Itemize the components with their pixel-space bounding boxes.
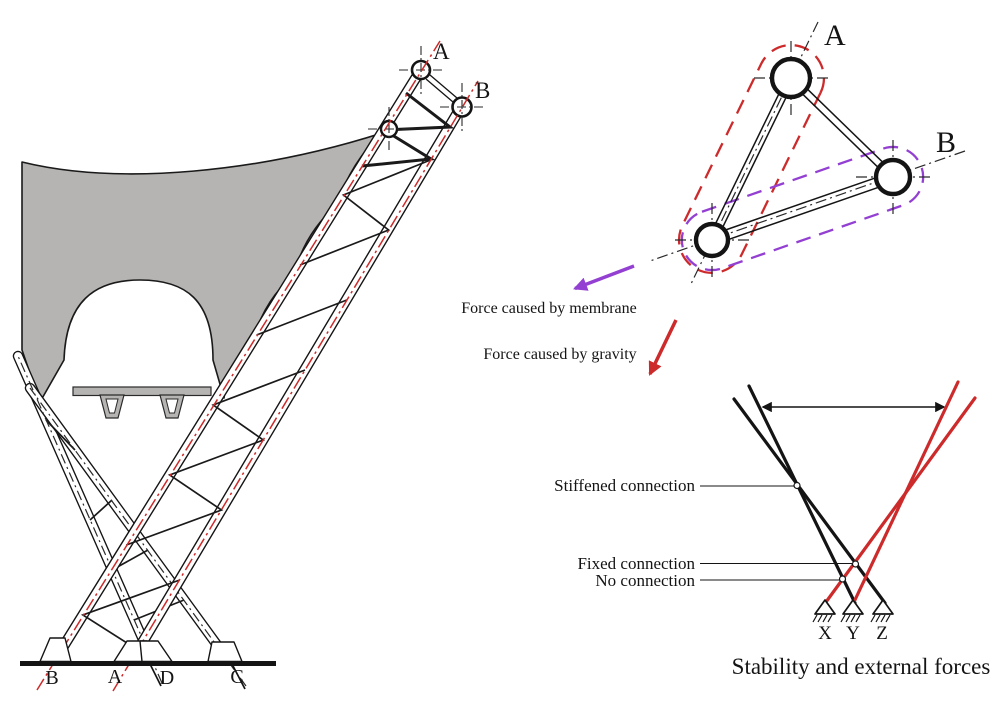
- stability-diagram: Stiffened connection Fixed connection No…: [554, 380, 991, 679]
- gravity-force-label: Force caused by gravity: [483, 346, 636, 363]
- connection-points: [793, 481, 860, 583]
- fixed-connection-label: Fixed connection: [577, 554, 695, 573]
- main-mast-lacing: [80, 159, 431, 651]
- support-label-z: Z: [876, 623, 888, 644]
- stiffened-connection-label: Stiffened connection: [554, 476, 695, 495]
- structure-section: A B B A D C: [12, 39, 490, 692]
- detail-node-a: [769, 56, 813, 100]
- footing-b: [39, 637, 72, 663]
- back-mast-lacing: [45, 419, 185, 621]
- main-mast-axes: [36, 40, 479, 692]
- support-z: [870, 599, 894, 623]
- base-label-a: A: [108, 666, 123, 688]
- detail-members: [714, 88, 884, 241]
- fixed-connection-point: [851, 560, 860, 568]
- detail-label-a: A: [824, 19, 846, 52]
- stiffened-connection-point: [793, 481, 801, 490]
- gravity-force-arrow: [648, 319, 678, 376]
- membrane-force-label: Force caused by membrane: [461, 300, 636, 317]
- footing-d: [139, 640, 173, 663]
- leader-lines: [700, 485, 852, 581]
- node-detail-diagram: A B: [649, 19, 966, 287]
- support-label-x: X: [818, 623, 832, 644]
- base-label-d: D: [160, 667, 174, 689]
- force-legend: Force caused by membrane Force caused by…: [461, 264, 678, 376]
- mast-top-label-a: A: [433, 39, 450, 64]
- back-mast: [12, 350, 247, 687]
- mast-top-nodes: [379, 59, 473, 139]
- deck-platform: [72, 386, 212, 419]
- membrane-shape: [21, 132, 383, 403]
- footing-c: [207, 641, 243, 663]
- stability-title: Stability and external forces: [732, 654, 991, 679]
- no-connection-point: [838, 575, 847, 583]
- detail-node-c: [693, 221, 731, 259]
- pin-supports: [812, 599, 894, 623]
- detail-node-b: [873, 157, 913, 197]
- membrane-force-arrow: [573, 264, 635, 291]
- support-label-y: Y: [846, 623, 860, 644]
- detail-label-b: B: [936, 126, 956, 159]
- footings: [39, 637, 243, 663]
- support-y: [840, 599, 864, 623]
- node-crosshairs: [368, 46, 484, 153]
- mast-top-label-b: B: [475, 78, 490, 103]
- force-lines-red: [824, 380, 977, 604]
- back-mast-axis: [17, 355, 247, 687]
- axis-ticks: [149, 663, 246, 690]
- base-label-b: B: [45, 667, 58, 689]
- support-x: [812, 599, 836, 623]
- axis-lines-black: [732, 384, 887, 605]
- base-label-c: C: [230, 666, 243, 688]
- no-connection-label: No connection: [595, 571, 695, 590]
